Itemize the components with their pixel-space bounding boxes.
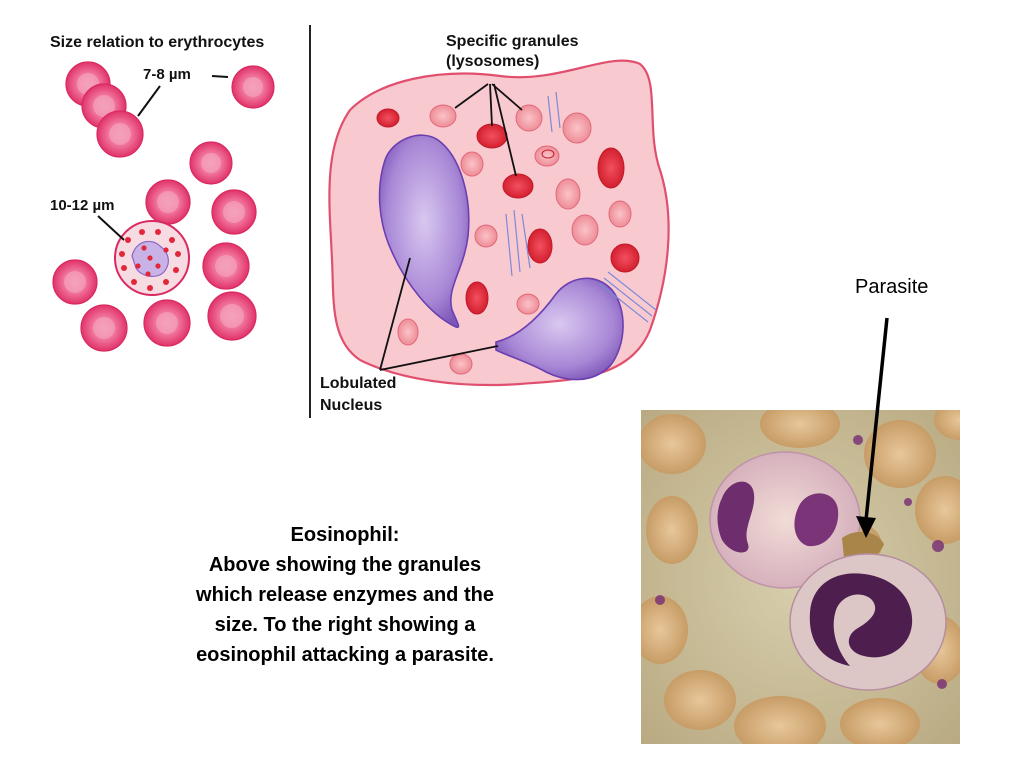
granule [429, 104, 457, 128]
er-strands [505, 91, 657, 323]
parasite-arrow [864, 317, 889, 521]
erythrocyte [96, 110, 144, 158]
eos-size-label: 10-12 µm [50, 197, 115, 214]
granule [502, 173, 534, 199]
granule [527, 228, 553, 264]
micrograph-photo [641, 410, 960, 744]
granule [541, 149, 555, 159]
nucleus-lobe [495, 277, 624, 381]
erythrocyte [189, 141, 233, 185]
rbc-size-label: 7-8 µm [143, 66, 191, 83]
granule-leaders [454, 83, 523, 177]
granule [534, 145, 560, 167]
rbc-size-leader [137, 85, 161, 117]
granule [449, 353, 473, 375]
erythrocytes [52, 61, 275, 352]
nucleus-label-line2: Nucleus [320, 397, 382, 414]
granules-label: Specific granules [446, 33, 579, 50]
parasite-arrow-head [856, 516, 876, 538]
granule [597, 147, 625, 189]
granule [608, 200, 632, 228]
size-relation-title: Size relation to erythrocytes [50, 34, 264, 51]
granule [610, 243, 640, 273]
caption-line: Above showing the granules [208, 554, 482, 576]
small-eosinophil [114, 220, 190, 296]
rbc-size-leader-short [211, 75, 229, 78]
granule [465, 281, 489, 315]
granule [474, 224, 498, 248]
granule [516, 293, 540, 315]
granule [562, 112, 592, 144]
granules [376, 104, 640, 375]
erythrocyte [52, 259, 98, 305]
nucleus-leaders [379, 257, 499, 371]
eos-size-leader [97, 215, 125, 241]
granules-label-line2: (lysosomes) [446, 53, 539, 70]
parasite-label: Parasite [855, 276, 928, 298]
caption: Eosinophil: Above showing the granules w… [150, 520, 540, 670]
granule [476, 123, 508, 149]
granule [555, 178, 581, 210]
large-eosinophil [328, 59, 670, 387]
granule [571, 214, 599, 246]
caption-line: Eosinophil: [290, 524, 400, 546]
erythrocyte [207, 291, 257, 341]
erythrocyte [145, 179, 191, 225]
caption-line: eosinophil attacking a parasite. [196, 644, 494, 666]
erythrocyte [143, 299, 191, 347]
erythrocyte [80, 304, 128, 352]
caption-line: which release enzymes and the [196, 584, 494, 606]
erythrocyte [211, 189, 257, 235]
erythrocyte [231, 65, 275, 109]
caption-line: size. To the right showing a [214, 614, 476, 636]
nucleus-label: Lobulated [320, 375, 396, 392]
granule [460, 151, 484, 177]
granule [376, 108, 400, 128]
erythrocyte [202, 242, 250, 290]
granule [515, 104, 543, 132]
nucleus-lobe [378, 134, 470, 328]
granule [397, 318, 419, 346]
